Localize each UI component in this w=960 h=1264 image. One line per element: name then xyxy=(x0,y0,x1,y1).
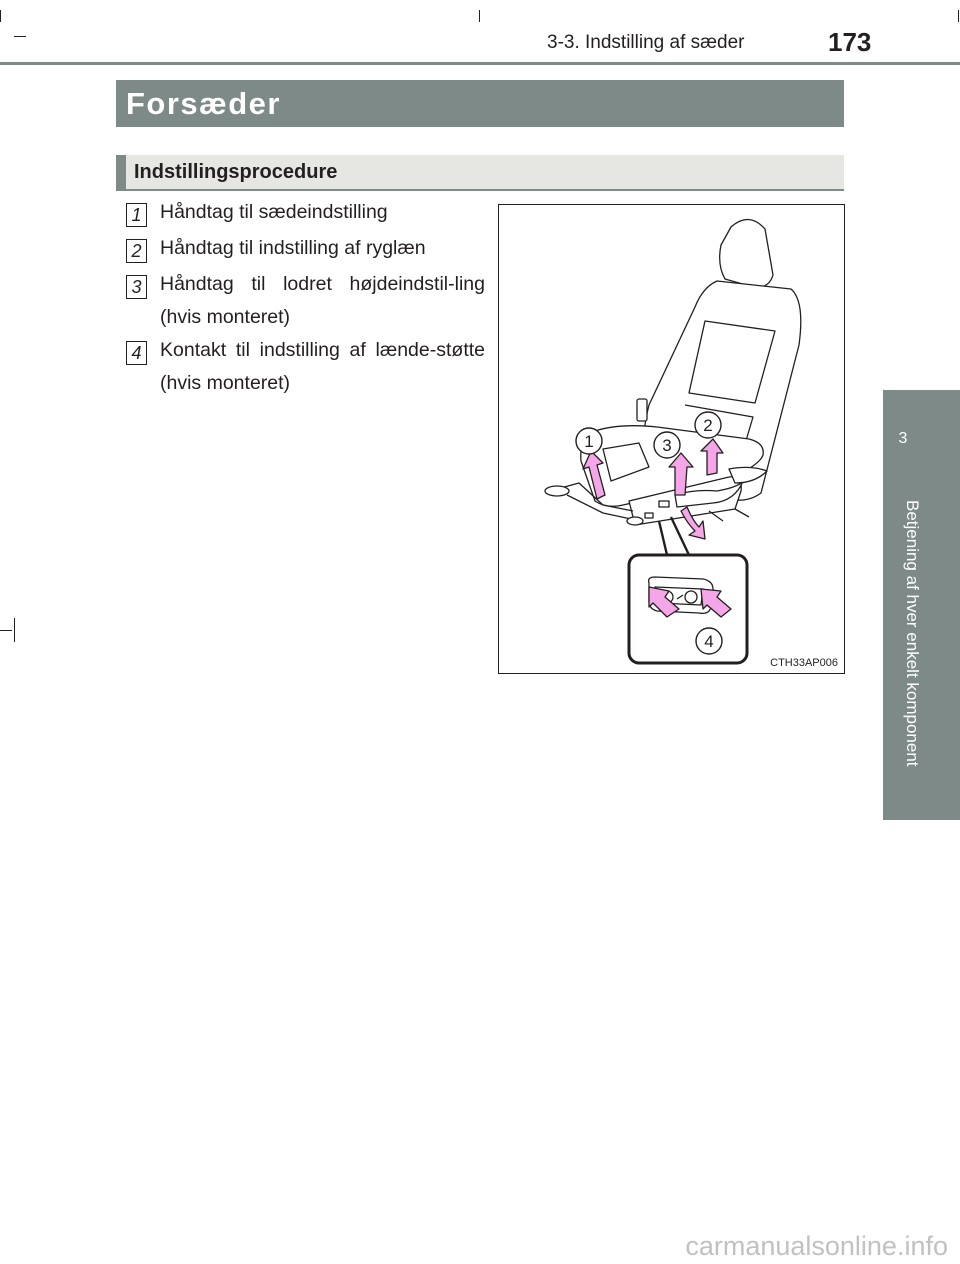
chapter-title-text: Betjening af hver enkelt komponent xyxy=(903,500,922,767)
item-text: Håndtag til indstilling af ryglæn xyxy=(160,237,426,259)
arrow-group xyxy=(582,438,732,618)
callout-2: 2 xyxy=(703,416,712,435)
list-item: 2 Håndtag til indstilling af ryglæn xyxy=(120,232,485,266)
list-item: 3 Håndtag til lodret højdeindstil-ling (… xyxy=(120,268,485,334)
arrow-down xyxy=(680,506,706,540)
crop-mark xyxy=(14,618,15,642)
chapter-tab: 3 Betjening af hver enkelt komponent xyxy=(883,390,960,820)
header-rule xyxy=(0,62,960,65)
item-text: Håndtag til sædeindstilling xyxy=(160,201,388,223)
title-bar: Forsæder xyxy=(116,80,844,127)
crop-mark xyxy=(958,10,959,22)
item-number: 4 xyxy=(126,341,147,365)
section-label: 3-3. Indstilling af sæder xyxy=(547,32,745,53)
footer: carmanualsonline.info xyxy=(0,1225,960,1264)
callout-2-circle xyxy=(694,411,722,439)
subheading: Indstillingsprocedure xyxy=(134,161,338,183)
callout-3: 3 xyxy=(662,436,671,455)
item-text: Kontakt til indstilling af lænde-støtte … xyxy=(160,339,485,394)
running-header: 3-3. Indstilling af sæder 173 xyxy=(0,0,960,65)
crop-mark xyxy=(0,630,12,631)
callout-4: 4 xyxy=(704,632,713,651)
page-number: 173 xyxy=(828,27,872,57)
seat-illustration: 1 2 3 4 CTH33AP006 xyxy=(498,204,845,674)
callout-4-circle xyxy=(695,627,723,655)
list-item: 1 Håndtag til sædeindstilling xyxy=(120,196,485,230)
item-text: Håndtag til lodret højdeindstil-ling (hv… xyxy=(160,273,485,328)
crop-mark xyxy=(14,36,26,37)
arrow-1 xyxy=(582,450,606,500)
arrow-4a xyxy=(648,586,680,618)
chapter-number: 3 xyxy=(898,430,908,447)
crop-mark xyxy=(0,10,1,22)
chapter-title: Betjening af hver enkelt komponent xyxy=(899,500,925,800)
item-number: 2 xyxy=(126,239,147,263)
figure-code: CTH33AP006 xyxy=(770,657,838,669)
arrow-3 xyxy=(668,452,694,496)
crop-mark xyxy=(479,10,480,22)
watermark: carmanualsonline.info xyxy=(685,1231,948,1261)
item-number: 1 xyxy=(126,203,147,227)
seat-drawing: 1 2 3 4 xyxy=(544,218,802,665)
callout-3-circle xyxy=(653,431,681,459)
item-number: 3 xyxy=(126,275,147,299)
page-title: Forsæder xyxy=(126,86,281,121)
arrow-2 xyxy=(700,438,724,476)
subheading-bar: Indstillingsprocedure xyxy=(116,155,844,191)
subheading-marker xyxy=(116,155,126,189)
list-item: 4 Kontakt til indstilling af lænde-støtt… xyxy=(120,334,485,400)
callout-1: 1 xyxy=(584,432,593,451)
callout-1-circle xyxy=(575,427,603,455)
arrow-4b xyxy=(700,588,732,618)
